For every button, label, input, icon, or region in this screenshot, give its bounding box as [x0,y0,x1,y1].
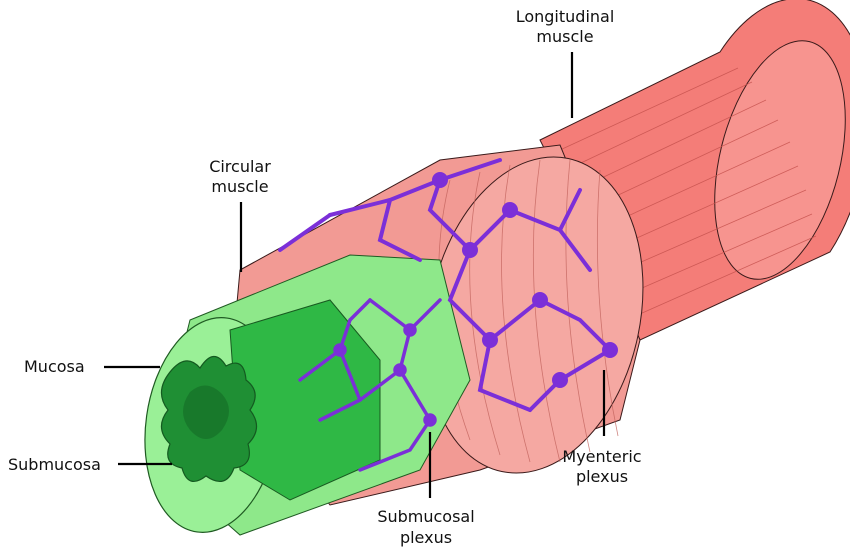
label-circular-line2: muscle [211,177,268,196]
label-myenteric-line1: Myenteric [562,447,641,466]
label-mucosa: Mucosa [24,357,160,376]
label-longitudinal-muscle: Longitudinal muscle [516,7,615,118]
label-circular-muscle: Circular muscle [209,157,271,272]
label-longitudinal-line1: Longitudinal [516,7,615,26]
label-myenteric-line2: plexus [576,467,628,486]
label-submucosal-line2: plexus [400,528,452,547]
label-submucosa-text: Submucosa [8,455,101,474]
label-submucosal-line1: Submucosal [377,507,474,526]
label-circular-line1: Circular [209,157,271,176]
label-mucosa-text: Mucosa [24,357,85,376]
label-longitudinal-line2: muscle [536,27,593,46]
